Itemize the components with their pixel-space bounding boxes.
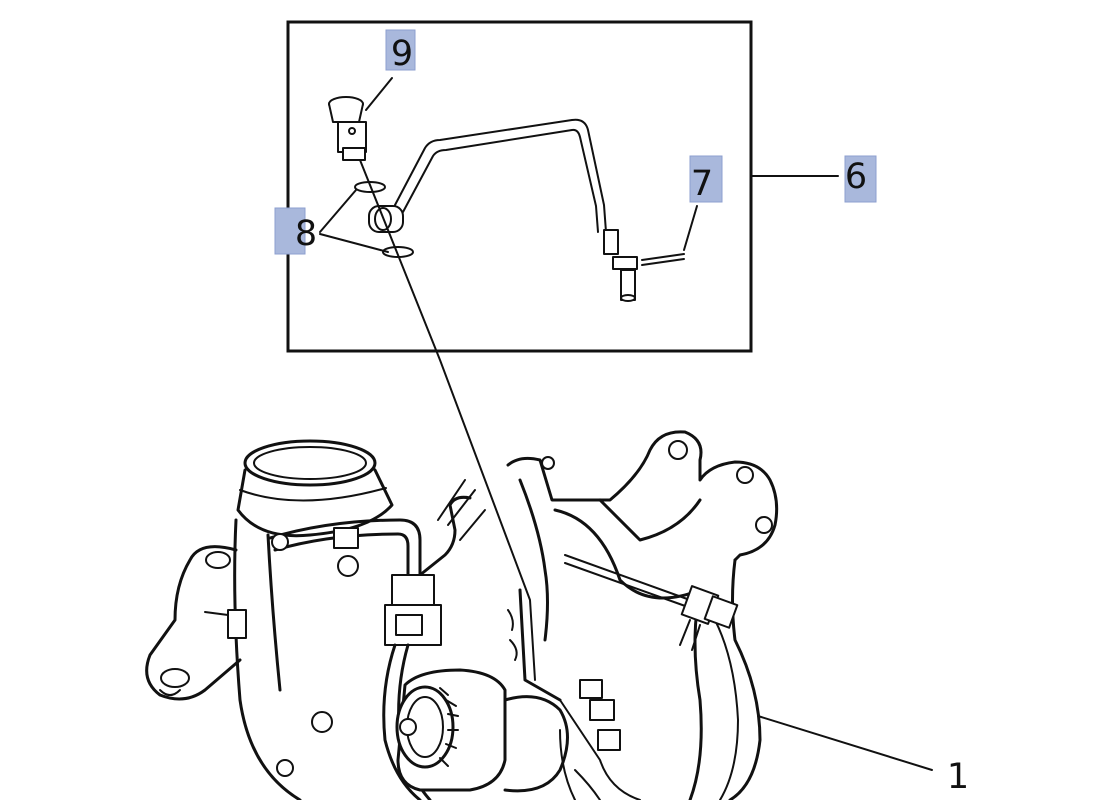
- callout-1: 1: [947, 757, 969, 797]
- callout-7-highlight: [689, 155, 723, 203]
- callout-9-highlight: [385, 29, 416, 71]
- callout-6-highlight: [844, 155, 877, 203]
- leader-7: [683, 205, 698, 251]
- leader-8-lower: [319, 233, 389, 253]
- callout-6-label: 6: [845, 157, 867, 197]
- oil-feed-pipe: [394, 118, 607, 233]
- callout-8-highlight: [274, 207, 306, 255]
- banjo-fitting: [368, 205, 404, 233]
- callout-7: 7: [689, 155, 723, 204]
- callout-8-label: 8: [295, 214, 317, 254]
- callout-9-label: 9: [391, 34, 413, 74]
- leader-1: [757, 715, 933, 771]
- turbocharger-assembly: [145, 430, 779, 800]
- callout-8: 8: [274, 207, 317, 255]
- assembly-axis-line: [359, 159, 536, 681]
- callout-1-label: 1: [947, 757, 969, 797]
- part-7-clip: [641, 253, 685, 266]
- callout-7-label: 7: [691, 164, 713, 204]
- pipe-end-fitting: [603, 229, 638, 302]
- callout-6: 6: [844, 155, 877, 203]
- leader-9: [365, 77, 393, 111]
- callout-9: 9: [385, 29, 416, 74]
- leader-8-upper: [319, 189, 357, 233]
- part-9-banjo-bolt: [328, 96, 367, 161]
- detail-box: [286, 20, 753, 353]
